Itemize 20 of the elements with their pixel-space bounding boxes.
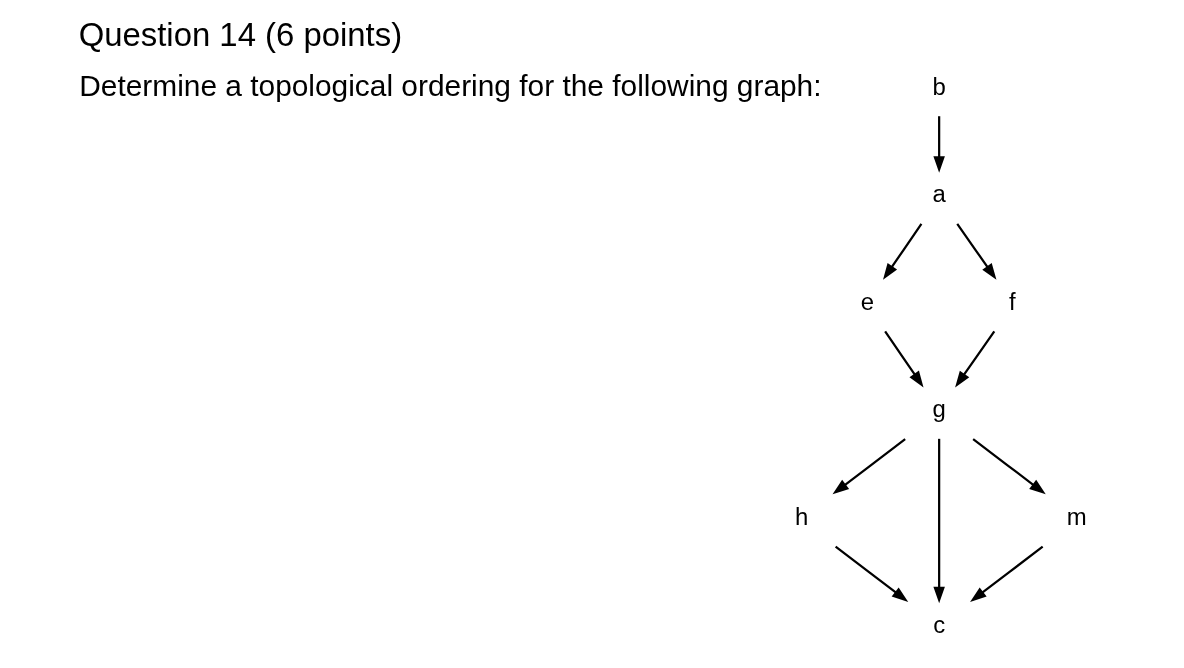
node-text: f bbox=[1009, 287, 1016, 315]
node-text: h bbox=[794, 503, 809, 531]
arrow bbox=[972, 438, 1046, 495]
arrow bbox=[883, 223, 923, 280]
arrow bbox=[832, 438, 906, 495]
diagram-title: Question 14 (6 points) bbox=[78, 16, 403, 54]
arrow bbox=[884, 330, 924, 388]
arrow bbox=[955, 330, 996, 388]
label: Determine a topological ordering for the following graph: bbox=[79, 69, 822, 103]
arrow bbox=[933, 438, 945, 604]
node-text: e bbox=[860, 287, 875, 315]
node-text: a bbox=[932, 180, 946, 208]
node-text: g bbox=[932, 395, 946, 423]
node-text: c bbox=[933, 610, 946, 638]
arrow bbox=[970, 545, 1044, 602]
node-text: m bbox=[1066, 503, 1087, 531]
arrow bbox=[956, 223, 997, 280]
arrow bbox=[933, 116, 945, 173]
arrow bbox=[834, 545, 909, 602]
node-text: b bbox=[932, 72, 946, 100]
